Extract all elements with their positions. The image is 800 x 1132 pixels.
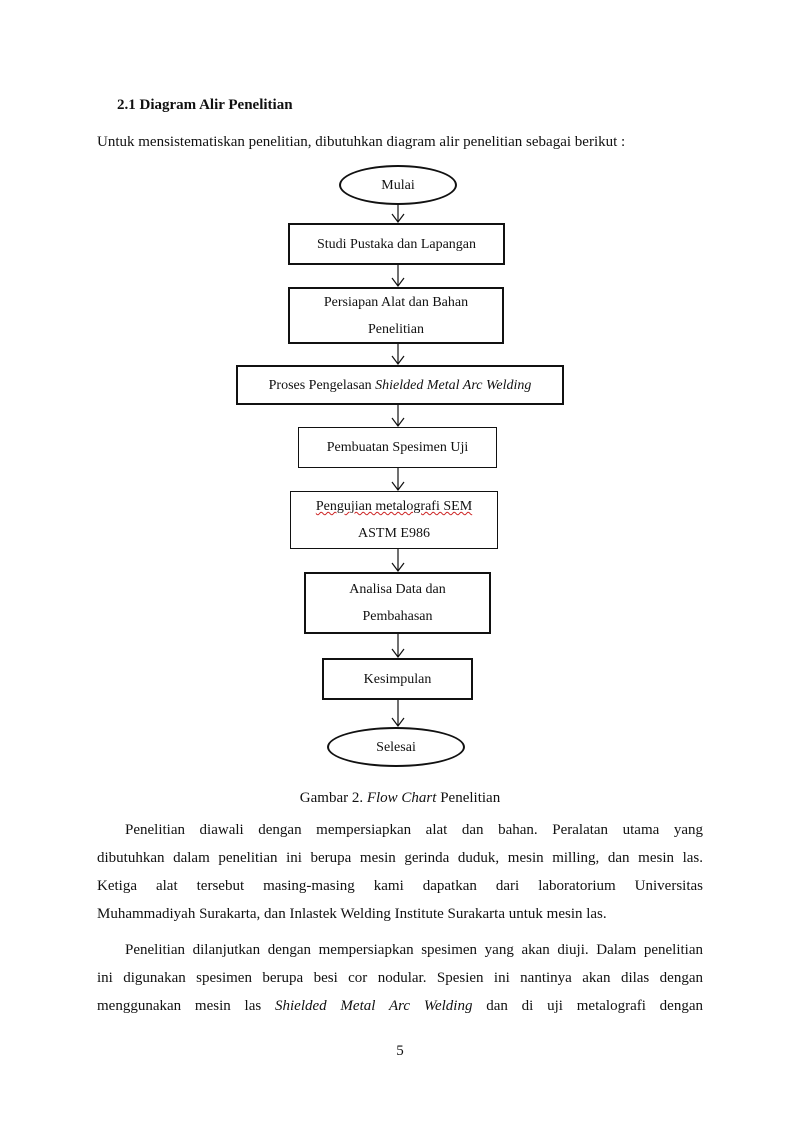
arrowhead-6 bbox=[391, 562, 405, 572]
paragraph-2-line3-after: dan di uji metalografi dengan bbox=[472, 998, 703, 1014]
flow-step-specimen-label: Pembuatan Spesimen Uji bbox=[326, 440, 469, 455]
paragraph-1-line: Muhammadiyah Surakarta, dan Inlastek Wel… bbox=[97, 906, 607, 922]
arrowhead-7 bbox=[391, 648, 405, 658]
intro-text: Untuk mensistematiskan penelitian, dibut… bbox=[97, 134, 626, 150]
flow-step-analysis-line2: Pembahasan bbox=[362, 609, 433, 624]
flow-step-preparation: Persiapan Alat dan Bahan Penelitian bbox=[288, 287, 504, 344]
flow-start-label: Mulai bbox=[381, 177, 415, 193]
flow-step-preparation-line2: Penelitian bbox=[368, 321, 424, 337]
flow-step-study-label: Studi Pustaka dan Lapangan bbox=[316, 236, 477, 252]
paragraph-2-line3-italic: Shielded Metal Arc Welding bbox=[275, 998, 473, 1014]
section-heading: 2.1 Diagram Alir Penelitian bbox=[117, 97, 293, 113]
flow-step-welding-italic: Shielded Metal Arc Welding bbox=[375, 377, 532, 393]
page-number: 5 bbox=[396, 1043, 404, 1059]
paragraph-1-line: Ketiga alat tersebut masing-masing kami … bbox=[97, 878, 703, 894]
flow-start-oval: Mulai bbox=[339, 165, 457, 205]
paragraph-1-line: Penelitian diawali dengan mempersiapkan … bbox=[125, 822, 703, 838]
flow-step-conclusion-label: Kesimpulan bbox=[363, 671, 432, 687]
paragraph-2: Penelitian dilanjutkan dengan mempersiap… bbox=[97, 936, 703, 1020]
flow-step-specimen: Pembuatan Spesimen Uji bbox=[298, 427, 497, 468]
flow-step-testing-line1-text: Pengujian metalografi SEM bbox=[315, 499, 473, 514]
caption-suffix: Penelitian bbox=[436, 790, 501, 806]
flow-step-analysis-line1: Analisa Data dan bbox=[349, 582, 446, 597]
flow-step-conclusion: Kesimpulan bbox=[322, 658, 473, 700]
paragraph-2-line: ini digunakan spesimen berupa besi cor n… bbox=[97, 970, 703, 986]
paragraph-2-line3-before: menggunakan mesin las bbox=[97, 998, 275, 1014]
flow-step-testing: Pengujian metalografi SEM ASTM E986 bbox=[290, 491, 498, 549]
arrowhead-8 bbox=[391, 717, 405, 727]
flow-end-label: Selesai bbox=[376, 739, 416, 755]
paragraph-2-line: Penelitian dilanjutkan dengan mempersiap… bbox=[125, 942, 703, 958]
paragraph-1: Penelitian diawali dengan mempersiapkan … bbox=[97, 816, 703, 928]
flow-step-welding-label: Proses Pengelasan Shielded Metal Arc Wel… bbox=[269, 372, 532, 399]
caption-italic: Flow Chart bbox=[366, 790, 437, 806]
arrowhead-1 bbox=[391, 213, 405, 223]
caption-prefix: Gambar 2. bbox=[299, 790, 367, 806]
flow-step-study: Studi Pustaka dan Lapangan bbox=[288, 223, 505, 265]
flow-step-preparation-line1: Persiapan Alat dan Bahan bbox=[323, 294, 469, 310]
flow-step-testing-line1: Pengujian metalografi SEM bbox=[316, 493, 472, 520]
flow-step-analysis: Analisa Data dan Pembahasan bbox=[304, 572, 491, 634]
flow-step-testing-line2: ASTM E986 bbox=[358, 526, 430, 541]
arrowhead-4 bbox=[391, 417, 405, 427]
arrowhead-3 bbox=[391, 355, 405, 365]
arrowhead-2 bbox=[391, 277, 405, 287]
arrowhead-5 bbox=[391, 481, 405, 491]
paragraph-2-line: menggunakan mesin las Shielded Metal Arc… bbox=[97, 992, 703, 1020]
paragraph-1-line: dibutuhkan dalam penelitian ini berupa m… bbox=[97, 850, 703, 866]
flow-step-welding-plain: Proses Pengelasan bbox=[268, 377, 376, 393]
flow-end-oval: Selesai bbox=[327, 727, 465, 767]
flow-step-welding: Proses Pengelasan Shielded Metal Arc Wel… bbox=[236, 365, 564, 405]
figure-caption: Gambar 2. Flow Chart Penelitian bbox=[0, 790, 800, 807]
